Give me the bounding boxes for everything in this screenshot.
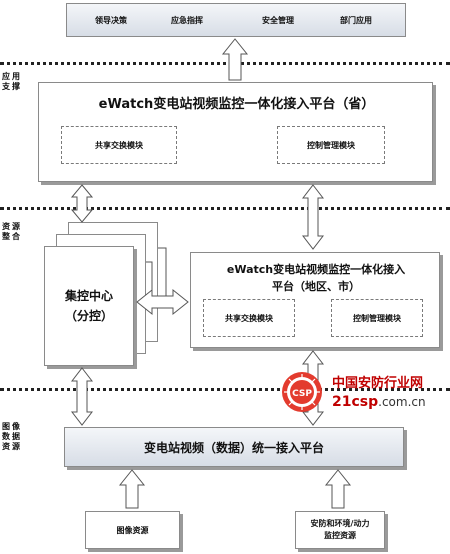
app-department-application: 部门应用 [340,16,372,25]
region-control-management-module: 控制管理模块 [331,299,423,337]
region-platform-title: eWatch变电站视频监控一体化接入 平台（地区、市） [226,263,406,293]
svg-text:CSP: CSP [292,389,312,399]
province-platform-box: eWatch变电站视频监控一体化接入平台（省） 共享交换模块 控制管理模块 [38,82,433,182]
layer-separator-2 [0,207,450,210]
layer-separator-1 [0,62,450,65]
security-env-resource-box: 安防和环境/动力 监控资源 [295,511,385,549]
control-center-label: 集控中心 [64,289,113,303]
unified-access-platform-box: 变电站视频（数据）统一接入平台 [64,427,404,467]
arrow-image-resource-up [118,469,146,509]
watermark-site-name: 中国安防行业网 [332,376,424,391]
app-leadership-decision: 领导决策 [95,16,127,25]
arrow-province-control-center [70,184,94,223]
arrow-province-region [301,184,325,250]
arrow-control-center-unified [70,367,94,426]
side-label-image-data-source: 图像 数据 资源 [2,422,20,451]
arrow-control-center-region [136,288,189,316]
province-platform-title: eWatch变电站视频监控一体化接入平台（省） [98,97,375,112]
arrow-province-to-apps [221,38,249,81]
region-platform-box: eWatch变电站视频监控一体化接入 平台（地区、市） 共享交换模块 控制管理模… [190,252,440,348]
stack-connector-2 [158,247,167,296]
control-center-box: 集控中心 （分控） [44,246,134,366]
province-control-management-module: 控制管理模块 [277,126,385,164]
arrow-env-resource-up [324,469,352,509]
app-security-management: 安全管理 [262,16,294,25]
csp-logo-icon: CSP [282,372,322,412]
province-shared-exchange-module: 共享交换模块 [61,126,177,164]
control-center-sub-label: （分控） [64,309,113,323]
side-label-app-support: 应用 支撑 [2,72,20,91]
side-label-resource-integration: 资源 整合 [2,222,20,241]
region-shared-exchange-module: 共享交换模块 [203,299,295,337]
layer-separator-3 [0,388,450,391]
watermark-site-url: 21csp.com.cn [332,394,426,410]
app-emergency-command: 应急指挥 [171,16,203,25]
image-resource-box: 图像资源 [85,511,180,549]
application-bar: 领导决策 应急指挥 安全管理 部门应用 [66,3,406,37]
stack-connector-1 [146,261,153,290]
